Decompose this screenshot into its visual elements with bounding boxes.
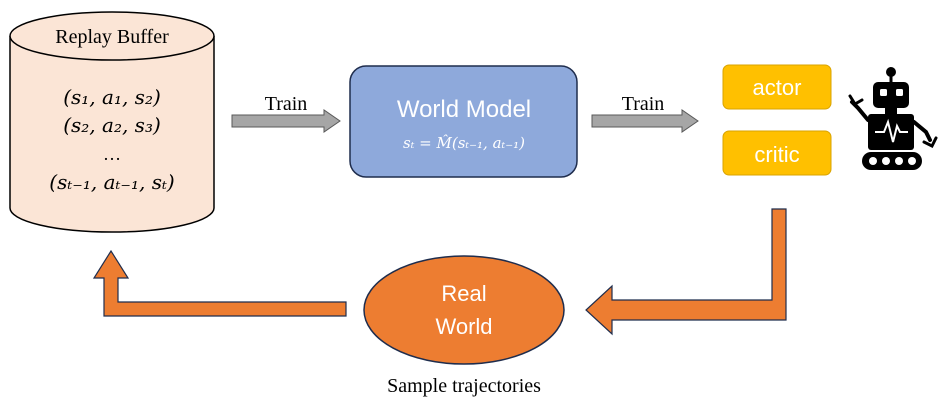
orange-arrow-left-shape <box>92 249 347 317</box>
orange-arrow-left <box>92 249 347 317</box>
critic-box <box>722 130 832 176</box>
replay-buffer: Replay Buffer (s₁, a₁, s₂) (s₂, a₂, s₃) … <box>9 11 215 233</box>
agent-boxes: actor critic <box>722 64 832 176</box>
world-model-formula: sₜ = M̂(sₜ₋₁, aₜ₋₁) <box>403 134 525 152</box>
real-world-ellipse <box>363 255 565 365</box>
critic-label: critic <box>754 142 799 167</box>
replay-buffer-top <box>9 11 215 61</box>
world-model-title: World Model <box>397 96 531 123</box>
gray-arrow-right-shape <box>591 109 699 133</box>
train-label-right: Train <box>622 93 665 115</box>
orange-arrow-right <box>585 208 787 336</box>
train-arrow-left: Train <box>231 93 341 133</box>
real-world: Real World Sample trajectories <box>363 255 565 397</box>
train-label-left: Train <box>265 93 308 115</box>
train-arrow-right: Train <box>591 93 699 133</box>
replay-buffer-row-1: (s₁, a₁, s₂) <box>63 85 161 109</box>
replay-buffer-title: Replay Buffer <box>55 26 169 48</box>
world-model: World Model sₜ = M̂(sₜ₋₁, aₜ₋₁) <box>349 65 578 178</box>
replay-buffer-ellipsis: … <box>103 144 121 164</box>
replay-buffer-row-2: (s₂, a₂, s₃) <box>63 113 161 137</box>
orange-arrow-right-shape <box>585 208 787 336</box>
sample-trajectories-caption: Sample trajectories <box>387 375 541 397</box>
robot-icon <box>848 67 938 170</box>
replay-buffer-body <box>9 36 215 233</box>
world-model-box <box>349 65 578 178</box>
actor-label: actor <box>753 75 802 100</box>
real-world-line-2: World <box>435 314 492 339</box>
gray-arrow-left-shape <box>231 109 341 133</box>
replay-buffer-row-last: (sₜ₋₁, aₜ₋₁, sₜ) <box>49 170 174 194</box>
actor-box <box>722 64 832 110</box>
real-world-line-1: Real <box>441 281 486 306</box>
